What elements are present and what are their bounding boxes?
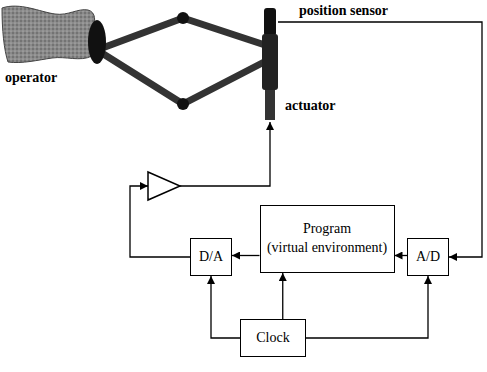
signal-arrow <box>232 255 260 256</box>
wires <box>130 22 482 257</box>
block-label: A/D <box>416 248 440 267</box>
part-label: actuator <box>284 98 337 114</box>
actuator-shaft <box>265 90 275 120</box>
actuator-body <box>262 34 278 90</box>
signal-arrow <box>395 255 408 256</box>
operator-hand <box>2 6 97 62</box>
amplifier-symbol <box>148 172 180 200</box>
block-box: D/A <box>190 238 232 276</box>
signal-arrow <box>282 273 283 319</box>
block-label: Program <box>303 220 351 239</box>
block-label: D/A <box>199 248 223 267</box>
block-box: Program(virtual environment) <box>260 205 395 273</box>
joints <box>88 12 189 110</box>
block-label: Clock <box>256 329 289 348</box>
position-sensor <box>264 8 276 36</box>
block-box: Clock <box>240 319 306 357</box>
signal-arrow <box>211 276 240 338</box>
part-label: operator <box>4 70 58 86</box>
block-label: (virtual environment) <box>267 239 387 258</box>
block-box: A/D <box>407 238 449 276</box>
pantograph-linkage <box>97 18 268 104</box>
signal-arrow <box>306 276 428 338</box>
part-label: position sensor <box>298 3 389 19</box>
